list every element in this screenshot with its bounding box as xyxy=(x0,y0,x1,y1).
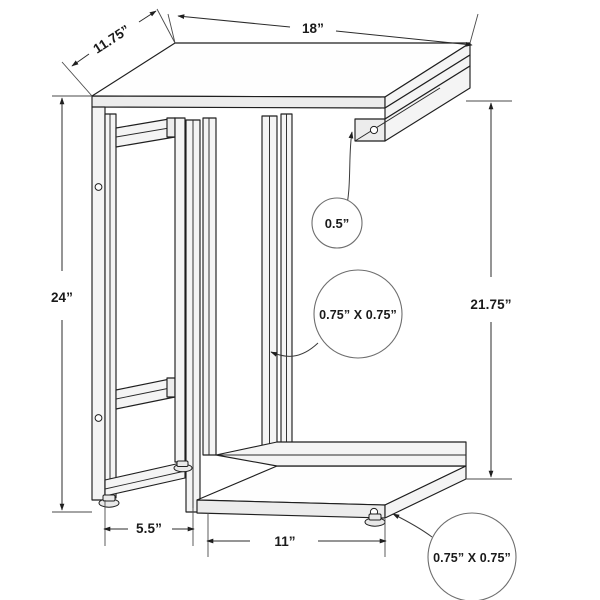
callout-bubble-05 xyxy=(311,197,363,249)
foot-front-right xyxy=(364,513,386,527)
ext-line-18-right xyxy=(469,13,479,44)
lower-stretcher-crease xyxy=(115,386,176,400)
lead-line-frame-tube xyxy=(270,342,319,357)
vertical-back-posts xyxy=(185,113,293,513)
back-post-b xyxy=(202,117,217,456)
callout-bubble-base-tube xyxy=(427,512,517,600)
ext-line-1175-upper xyxy=(156,8,176,44)
dimension-clearance-height: 21.75” xyxy=(466,100,512,480)
lower-stretcher-end xyxy=(166,377,176,398)
left-rear-post xyxy=(174,117,186,463)
leveling-feet xyxy=(98,460,386,527)
ext-line-18-left xyxy=(167,13,176,44)
callout-bubble-frame-tube xyxy=(313,269,403,359)
screw-hole-left-upper xyxy=(94,183,103,191)
foot-rear-left xyxy=(173,460,193,473)
callout-top-thickness: 0.5” xyxy=(311,131,363,249)
left-bottom-rail-crease xyxy=(104,470,186,490)
base-frame xyxy=(196,441,467,519)
dim-label-11: 11” xyxy=(274,534,295,549)
callout-label-frame-tube: 0.75” X 0.75” xyxy=(319,308,397,322)
left-inner-post-face xyxy=(104,113,117,499)
upper-stretcher-end xyxy=(166,117,176,138)
callout-label-05: 0.5” xyxy=(325,216,350,231)
dim-arrow-1175-lower xyxy=(71,53,90,67)
callout-frame-tube: 0.75” X 0.75” xyxy=(270,269,403,359)
left-outer-post xyxy=(91,106,106,501)
lead-line-base-tube xyxy=(392,513,433,538)
callout-label-base-tube: 0.75” X 0.75” xyxy=(433,551,511,565)
dim-arrow-1175-upper xyxy=(138,10,157,23)
dim-arrow-18-right xyxy=(335,30,473,47)
ext-line-1175-lower xyxy=(61,61,93,97)
dim-arrow-18-left xyxy=(177,14,291,28)
dimension-overall-height: 24” xyxy=(51,95,92,513)
upper-stretcher-crease xyxy=(115,126,176,138)
foot-front-left xyxy=(98,494,120,508)
tabletop-bracket-underline xyxy=(354,87,441,142)
dimension-top-width: 18” xyxy=(167,13,479,47)
dim-label-24: 24” xyxy=(51,290,73,305)
screw-hole-left-lower xyxy=(94,414,103,422)
screw-hole-tabletop-right xyxy=(369,125,379,135)
dimension-base-depth: 11” xyxy=(206,513,387,557)
dimension-base-front-offset: 5.5” xyxy=(103,500,195,546)
tabletop-front-edge xyxy=(91,95,386,109)
dim-label-2175: 21.75” xyxy=(470,297,511,312)
callout-base-tube: 0.75” X 0.75” xyxy=(392,512,517,600)
left-bottom-rail xyxy=(104,461,186,497)
tabletop-bracket-top xyxy=(384,65,471,142)
dim-label-55: 5.5” xyxy=(136,521,162,536)
dim-label-18: 18” xyxy=(302,21,324,36)
base-rear-rail xyxy=(215,441,467,467)
